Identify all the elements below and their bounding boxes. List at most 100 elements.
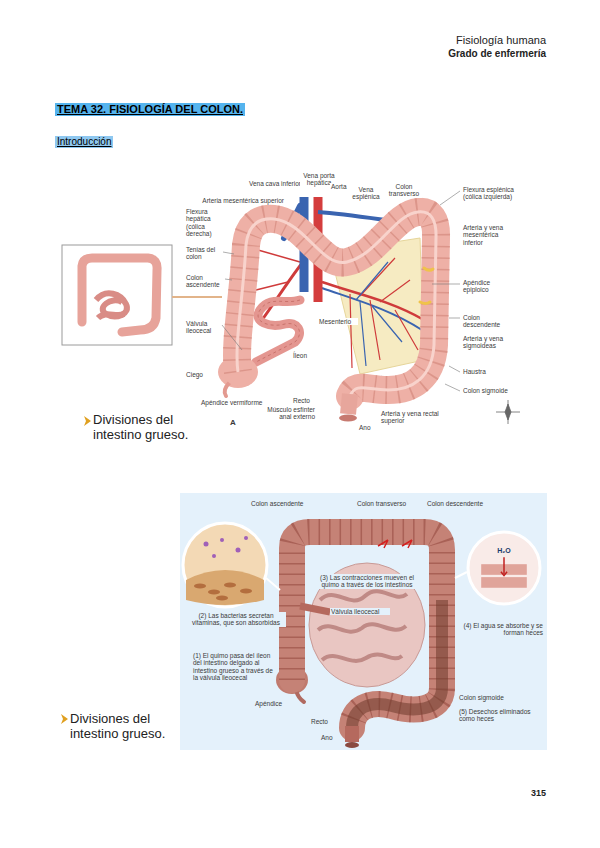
part-label: Haustra bbox=[462, 368, 494, 375]
page-title: TEMA 32. FISIOLOGÍA DEL COLON. bbox=[55, 103, 245, 116]
absorption-arrow bbox=[503, 557, 505, 574]
part-label: Apéndice bbox=[254, 700, 290, 707]
large-intestine-part bbox=[345, 726, 359, 742]
part-label: Íleon bbox=[292, 352, 312, 359]
bacteria-inset-part bbox=[266, 578, 280, 590]
part-label: Vena esplénica bbox=[349, 186, 383, 201]
bacteria-inset-part-part bbox=[216, 596, 228, 601]
absorption-arrow bbox=[501, 572, 507, 576]
leader-lines bbox=[222, 191, 460, 391]
large-intestine-part bbox=[378, 540, 412, 548]
bacteria-inset-part-part bbox=[208, 590, 220, 595]
section-heading: Introducción bbox=[55, 136, 113, 148]
part-label: Válvula ileocecal bbox=[185, 320, 221, 335]
water-inset-circle: H₂O bbox=[466, 530, 542, 606]
large-intestine-part bbox=[225, 382, 230, 396]
intestinal-wall bbox=[481, 577, 527, 588]
part-label: Arteria y vena sigmoideas bbox=[462, 335, 512, 350]
large-intestine-part bbox=[292, 532, 442, 728]
part-label: Colon transverso bbox=[386, 183, 422, 198]
large-intestine-part bbox=[420, 268, 433, 304]
part-label: Tenias del colon bbox=[185, 246, 221, 261]
part-label: Colon sigmoide bbox=[458, 694, 528, 701]
part-label: Vena cava inferior bbox=[238, 180, 302, 187]
figure-background-part bbox=[180, 493, 547, 750]
large-intestine-part bbox=[237, 212, 436, 396]
page-number: 315 bbox=[500, 788, 546, 798]
mesentery-part bbox=[356, 262, 402, 366]
compass-rose-part bbox=[505, 404, 511, 420]
large-intestine-part bbox=[352, 600, 442, 728]
bacteria-inset-part-part bbox=[236, 548, 241, 553]
bacteria-inset-part-part bbox=[204, 542, 209, 547]
mesentery-part bbox=[322, 282, 424, 320]
bacteria-inset bbox=[183, 523, 280, 607]
small-intestine bbox=[309, 563, 425, 687]
chemical-label: H₂O bbox=[497, 547, 511, 555]
large-intestine-part bbox=[300, 606, 330, 612]
mesentery-part bbox=[350, 258, 418, 368]
inset-circle bbox=[468, 532, 540, 604]
part-label: Arteria y vena mesentérica inferior bbox=[462, 224, 514, 246]
figure-letter: A bbox=[230, 418, 242, 427]
bacteria-inset-part-part bbox=[224, 583, 236, 588]
step-note: (5) Desechos eliminados como heces bbox=[458, 708, 544, 723]
part-label: Mesenterio bbox=[318, 318, 358, 325]
large-intestine-part bbox=[339, 415, 357, 422]
water-link bbox=[455, 572, 467, 578]
figure-caption: Divisiones del intestino grueso. bbox=[70, 712, 180, 742]
large-intestine-part bbox=[345, 742, 359, 748]
large-intestine bbox=[276, 532, 442, 748]
part-label: Recto bbox=[292, 397, 314, 404]
part-label: Ano bbox=[358, 424, 374, 431]
water-link-part bbox=[455, 572, 467, 578]
figure-background bbox=[180, 493, 547, 750]
bacteria-inset-part bbox=[183, 523, 267, 607]
part-label: Válvula ileocecal bbox=[330, 608, 390, 615]
bacteria-inset-part-part bbox=[194, 584, 206, 589]
bullet-arrow-part bbox=[84, 416, 91, 426]
leader-lines-part bbox=[222, 325, 242, 350]
large-intestine-part bbox=[237, 212, 436, 396]
bacteria-inset-part bbox=[186, 570, 264, 605]
bacteria-inset-part-part bbox=[244, 536, 248, 540]
part-label: Músculo esfínter anal externo bbox=[256, 406, 316, 421]
leader-lines-part bbox=[432, 284, 460, 285]
part-label: Colon transverso bbox=[356, 500, 416, 507]
part-label: Colon ascendente bbox=[185, 274, 223, 289]
part-label: Apéndice epiploico bbox=[462, 279, 504, 294]
compass-rose bbox=[496, 400, 520, 424]
large-intestine-part bbox=[292, 532, 442, 728]
figure-caption: Divisiones del intestino grueso. bbox=[93, 413, 205, 443]
step-note: (4) El agua se absorbe y se forman heces bbox=[462, 622, 544, 637]
large-intestine-part bbox=[348, 394, 350, 414]
part-label: Ciego bbox=[185, 371, 207, 378]
thumbnail-inset bbox=[62, 245, 222, 345]
step-note: (2) Las bacterias secretan vitaminas, qu… bbox=[186, 612, 286, 627]
inset-outline bbox=[466, 530, 542, 606]
bacteria-inset-part bbox=[204, 536, 249, 558]
leader-lines-part bbox=[445, 384, 460, 391]
thumbnail-inset-part bbox=[172, 296, 222, 298]
part-label: Flexura esplénica (cólica izquierda) bbox=[462, 186, 528, 201]
part-label: Colon descendente bbox=[426, 500, 496, 507]
bacteria-inset-part-part bbox=[240, 589, 252, 594]
step-note: (1) El quimo pasa del íleon del intestin… bbox=[192, 652, 276, 682]
small-intestine-part bbox=[318, 591, 407, 661]
thumbnail-inset-part bbox=[98, 314, 124, 318]
large-intestine bbox=[218, 212, 436, 422]
part-label: Flexura hepática (cólica derecha) bbox=[185, 208, 227, 238]
part-label: Arteria mesentérica superior bbox=[185, 197, 285, 204]
bacteria-inset-part bbox=[194, 583, 252, 601]
thumbnail-inset-part bbox=[82, 258, 157, 332]
part-label: Arteria y vena rectal superior bbox=[380, 410, 440, 425]
leader-lines-part bbox=[225, 279, 232, 280]
large-intestine-part bbox=[237, 212, 436, 396]
bullet-arrow bbox=[61, 416, 91, 724]
small-intestine-part bbox=[309, 563, 425, 687]
part-label: Recto bbox=[310, 718, 338, 725]
leader-lines-part bbox=[440, 191, 460, 205]
leader-lines-part bbox=[449, 318, 460, 319]
page-header: Grado de enfermería bbox=[400, 48, 546, 60]
